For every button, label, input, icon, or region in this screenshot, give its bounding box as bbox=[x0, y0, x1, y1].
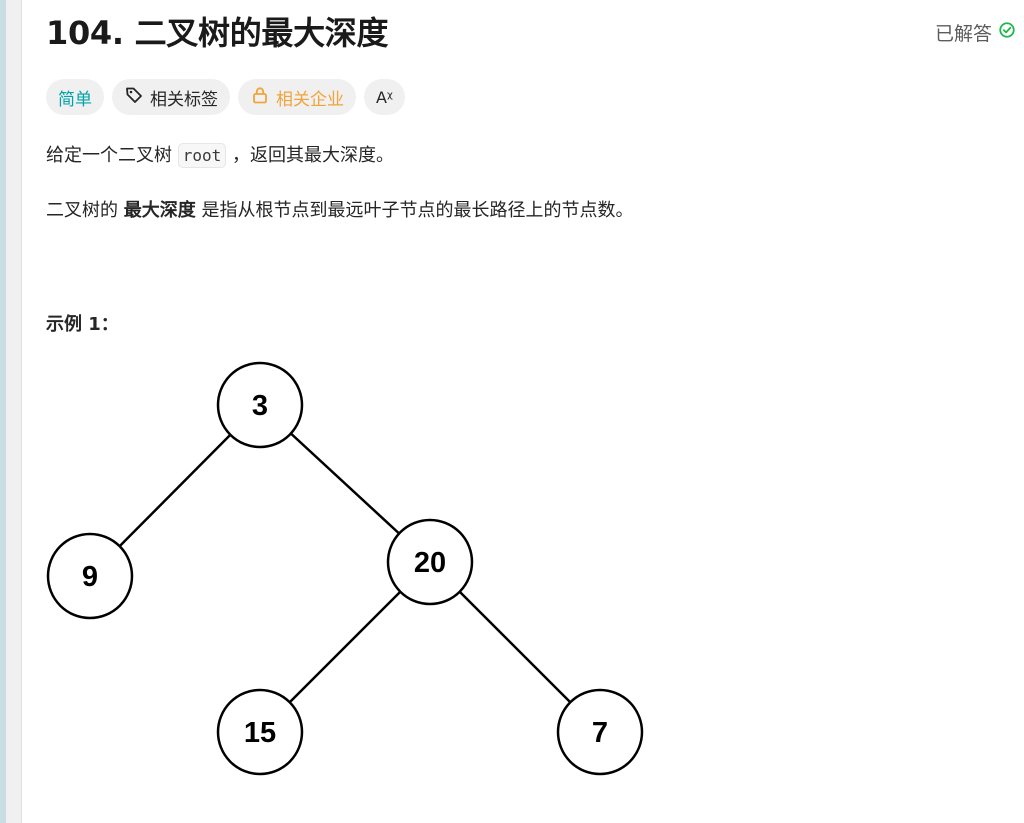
tree-edge bbox=[288, 590, 402, 704]
example-title: 示例 1： bbox=[46, 314, 119, 335]
text: ，返回其最大深度。 bbox=[226, 145, 394, 166]
description-paragraph-1: 给定一个二叉树 root ，返回其最大深度。 bbox=[46, 143, 394, 169]
svg-text:7: 7 bbox=[592, 717, 608, 749]
solved-label: 已解答 bbox=[934, 23, 992, 45]
lock-icon bbox=[250, 85, 270, 110]
tree-node: 20 bbox=[386, 518, 474, 606]
check-circle-icon bbox=[998, 21, 1016, 44]
tree-node: 7 bbox=[556, 688, 644, 776]
binary-tree-diagram: 3 9 20 15 7 bbox=[46, 361, 644, 776]
inline-code-root: root bbox=[177, 143, 227, 168]
svg-text:9: 9 bbox=[82, 561, 98, 593]
text: 给定一个二叉树 bbox=[46, 145, 178, 166]
difficulty-badge: 简单 bbox=[46, 79, 104, 115]
tree-edge bbox=[290, 432, 400, 535]
font-translate-button[interactable]: Aᵡ bbox=[364, 79, 405, 115]
tree-edge bbox=[458, 590, 572, 704]
svg-text:20: 20 bbox=[414, 547, 446, 579]
problem-title[interactable]: 104. 二叉树的最大深度 bbox=[46, 14, 389, 52]
tree-node: 9 bbox=[46, 532, 134, 620]
tag-row: 简单 相关标签 相关企业 Aᵡ bbox=[46, 79, 405, 115]
related-companies-button[interactable]: 相关企业 bbox=[238, 79, 356, 115]
left-panel-edge bbox=[0, 0, 6, 823]
bold-term: 最大深度 bbox=[123, 200, 196, 221]
text: 是指从根节点到最远叶子节点的最长路径上的节点数。 bbox=[195, 200, 634, 221]
panel-resize-gutter[interactable] bbox=[6, 0, 22, 823]
svg-text:15: 15 bbox=[244, 717, 276, 749]
difficulty-label: 简单 bbox=[58, 89, 92, 110]
tree-node: 15 bbox=[216, 688, 304, 776]
related-companies-label: 相关企业 bbox=[276, 89, 344, 110]
solved-status: 已解答 bbox=[935, 19, 1016, 46]
font-translate-icon: Aᵡ bbox=[376, 87, 393, 107]
related-tags-label: 相关标签 bbox=[150, 89, 218, 110]
description-paragraph-2: 二叉树的 最大深度 是指从根节点到最远叶子节点的最长路径上的节点数。 bbox=[46, 198, 633, 224]
tag-icon bbox=[124, 85, 144, 110]
tree-edge bbox=[118, 433, 232, 548]
related-tags-button[interactable]: 相关标签 bbox=[112, 79, 230, 115]
problem-description-panel: 104. 二叉树的最大深度 已解答 简单 相关标签 相关企业 Aᵡ 给定一个二叉… bbox=[46, 0, 1024, 823]
text: 二叉树的 bbox=[46, 200, 124, 221]
tree-node: 3 bbox=[216, 361, 304, 449]
svg-text:3: 3 bbox=[252, 390, 268, 422]
